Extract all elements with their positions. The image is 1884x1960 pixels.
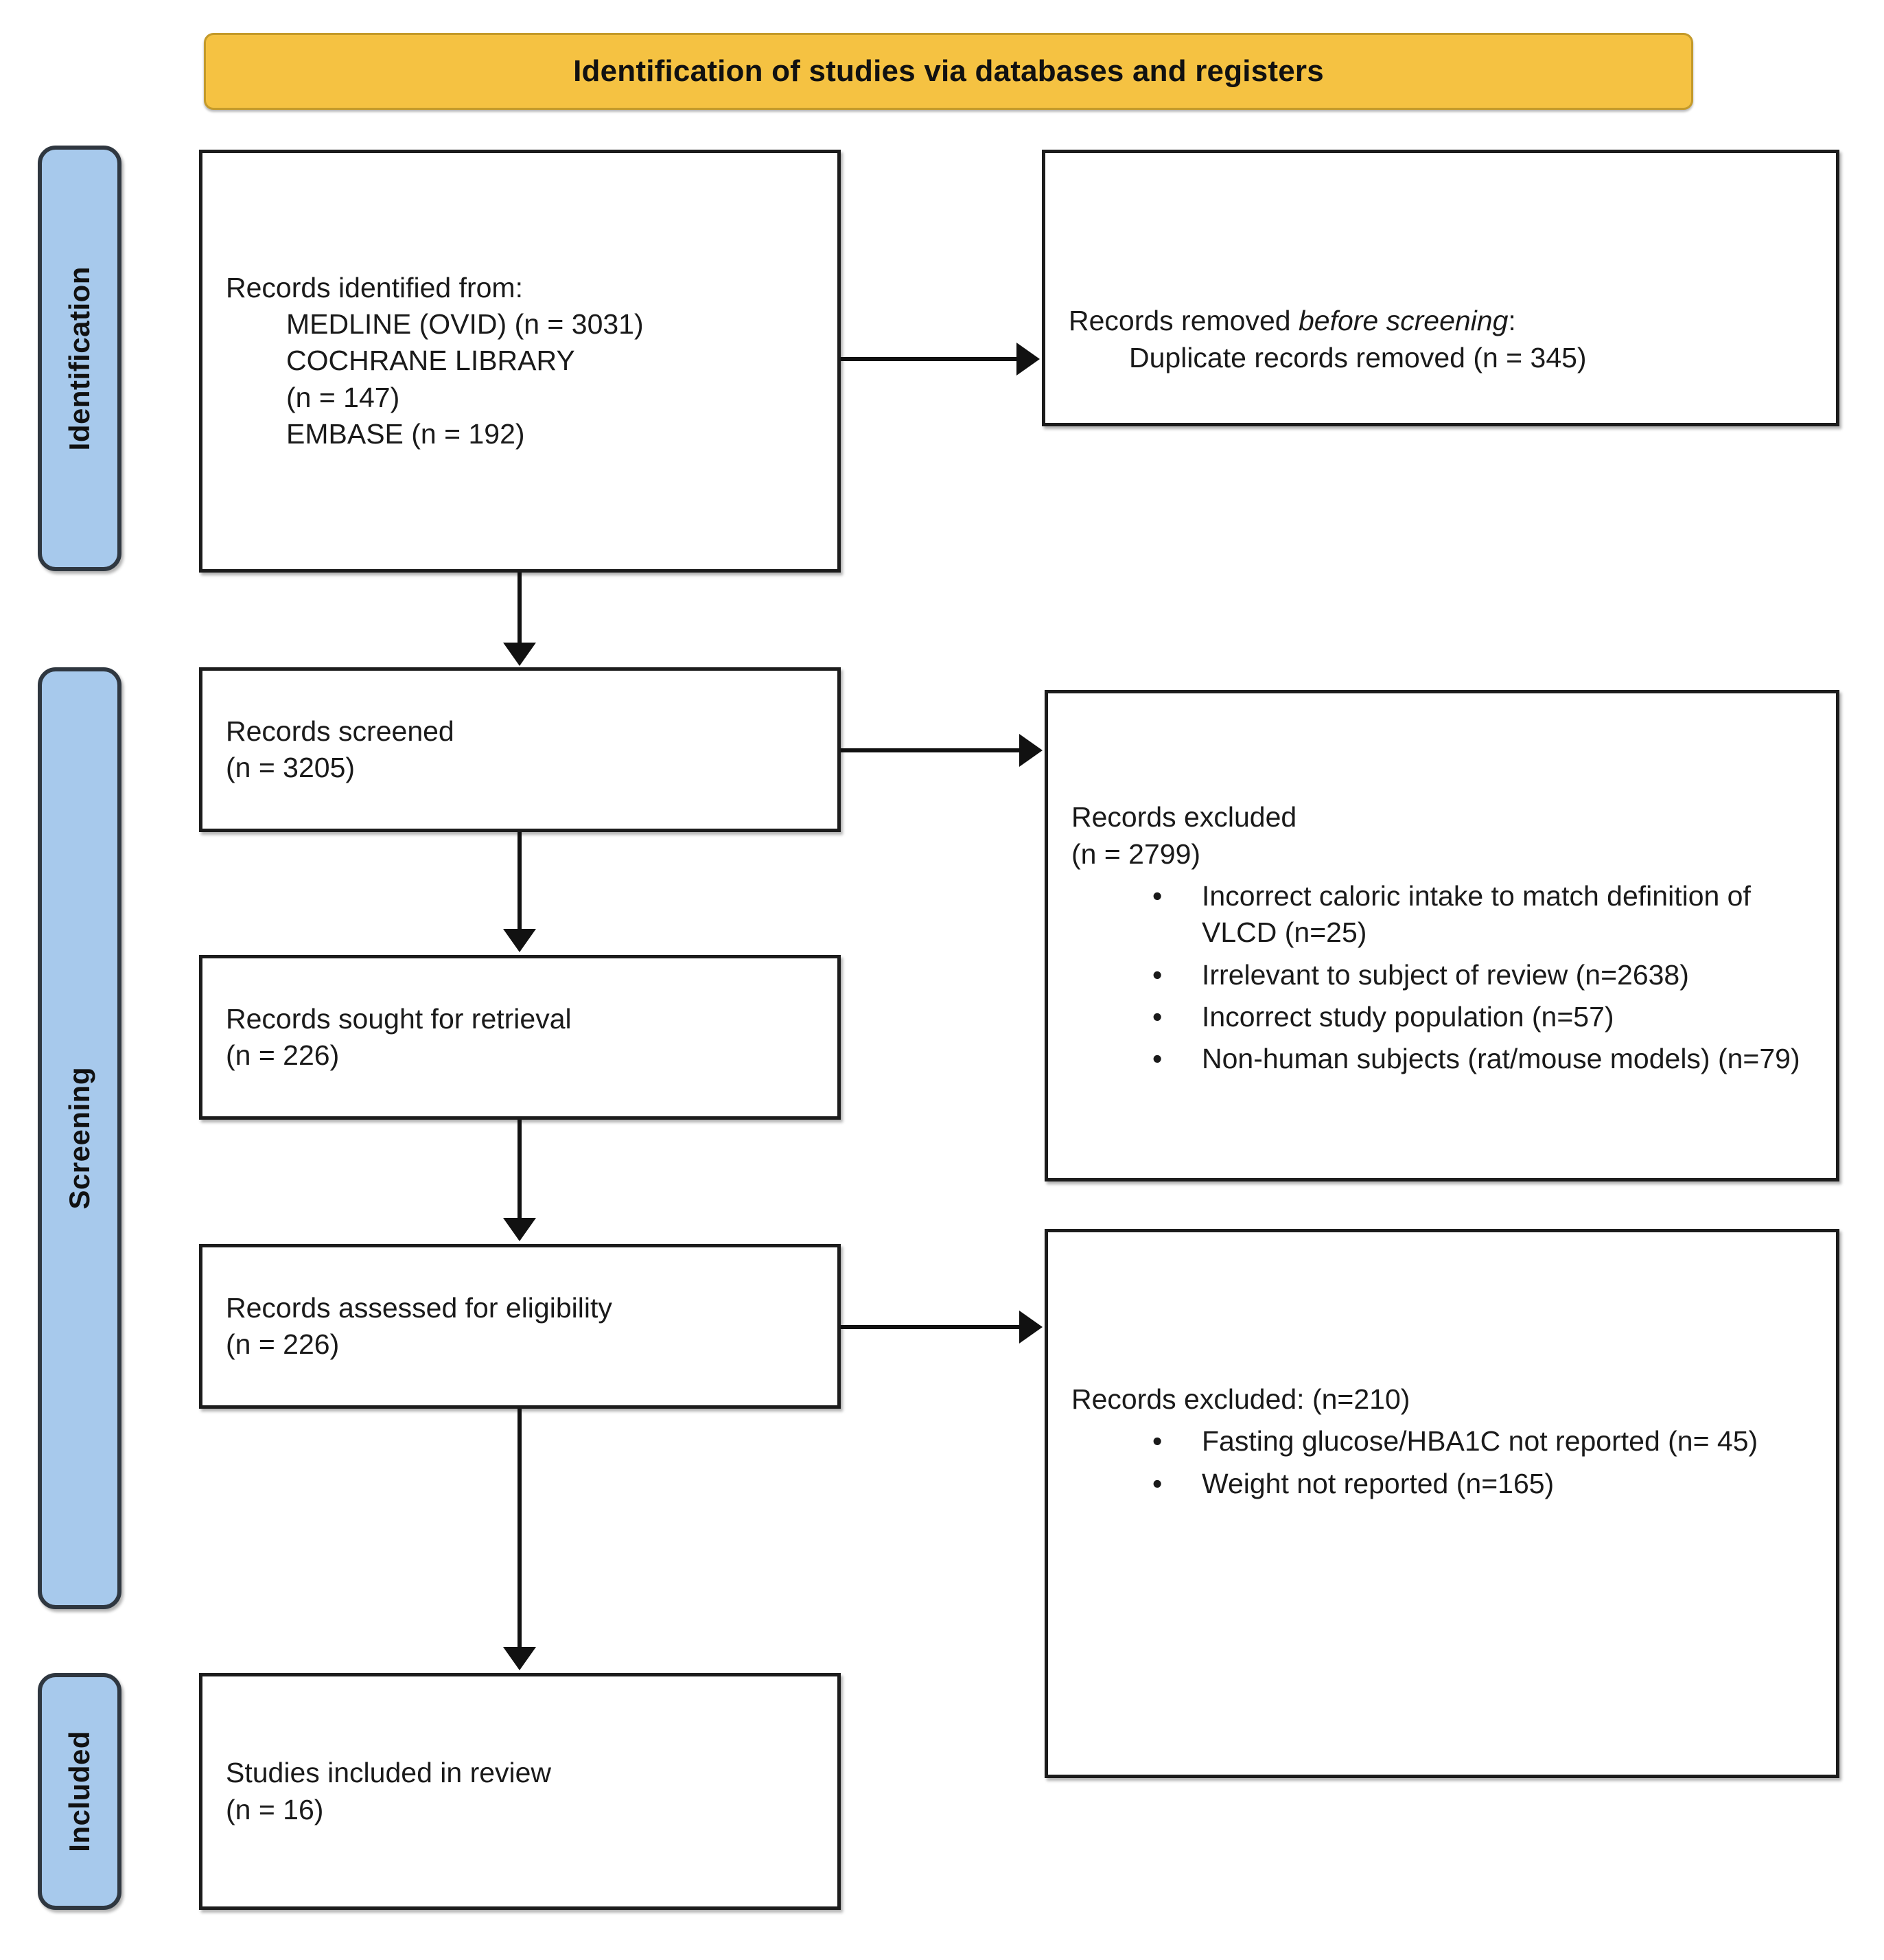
records-removed-heading: Records removed before screening:: [1069, 303, 1813, 339]
arrow-down-icon: [503, 929, 536, 952]
list-item: • Non-human subjects (rat/mouse models) (…: [1152, 1041, 1813, 1077]
duplicate-records-removed-line: Duplicate records removed (n = 345): [1129, 341, 1587, 373]
box-records-identified: Records identified from: MEDLINE (OVID) …: [199, 150, 841, 573]
records-excluded-screening-reasons: • Incorrect caloric intake to match defin…: [1071, 878, 1813, 1077]
records-removed-heading-prefix: Records removed: [1069, 305, 1299, 337]
arrow-right-icon: [1016, 343, 1040, 376]
connector-identified-to-screened: [517, 573, 522, 645]
connector-assessed-to-excluded: [841, 1325, 1021, 1329]
reason-text: Fasting glucose/HBA1C not reported (n= 4…: [1202, 1425, 1758, 1457]
arrow-down-icon: [503, 643, 536, 666]
arrow-right-icon: [1019, 734, 1043, 767]
stage-tab-screening: Screening: [38, 667, 121, 1609]
reason-text: Weight not reported (n=165): [1202, 1467, 1555, 1499]
bullet-icon: •: [1152, 1043, 1163, 1075]
arrow-down-icon: [503, 1647, 536, 1670]
records-identified-source-cochrane-count: (n = 147): [286, 381, 400, 413]
list-item: • Incorrect study population (n=57): [1152, 999, 1813, 1035]
stage-tab-screening-label: Screening: [63, 1067, 95, 1210]
records-excluded-eligibility-reasons: • Fasting glucose/HBA1C not reported (n= …: [1071, 1423, 1813, 1502]
records-assessed-label: Records assessed for eligibility: [226, 1291, 612, 1324]
studies-included-count: (n = 16): [226, 1793, 324, 1825]
box-records-excluded-eligibility: Records excluded: (n=210) • Fasting gluco…: [1045, 1229, 1839, 1778]
list-item: • Fasting glucose/HBA1C not reported (n= …: [1152, 1423, 1813, 1460]
records-sought-label: Records sought for retrieval: [226, 1002, 572, 1035]
records-screened-label: Records screened: [226, 715, 454, 747]
connector-assessed-to-included: [517, 1409, 522, 1647]
connector-sought-to-assessed: [517, 1120, 522, 1218]
arrow-right-icon: [1019, 1311, 1043, 1344]
list-item: • Weight not reported (n=165): [1152, 1466, 1813, 1502]
records-excluded-screening-count: (n = 2799): [1071, 838, 1201, 870]
box-records-screened: Records screened (n = 3205): [199, 667, 841, 832]
reason-text: Non-human subjects (rat/mouse models) (n…: [1202, 1043, 1800, 1075]
connector-identified-to-removed: [841, 357, 1018, 361]
page-title: Identification of studies via databases …: [573, 54, 1324, 88]
records-identified-source-medline: MEDLINE (OVID) (n = 3031): [286, 308, 644, 341]
records-sought-count: (n = 226): [226, 1039, 340, 1071]
diagram-header-banner: Identification of studies via databases …: [204, 33, 1693, 110]
stage-tab-identification: Identification: [38, 146, 121, 571]
connector-screened-to-sought: [517, 832, 522, 929]
list-item: • Irrelevant to subject of review (n=2638…: [1152, 957, 1813, 993]
bullet-icon: •: [1152, 1467, 1163, 1499]
box-records-excluded-screening: Records excluded (n = 2799) • Incorrect c…: [1045, 690, 1839, 1181]
list-item: • Incorrect caloric intake to match defin…: [1152, 878, 1813, 952]
records-removed-heading-suffix: :: [1508, 305, 1516, 337]
bullet-icon: •: [1152, 880, 1163, 912]
records-excluded-eligibility-label: Records excluded: (n=210): [1071, 1383, 1410, 1416]
studies-included-label: Studies included in review: [226, 1757, 552, 1789]
box-records-assessed-for-eligibility: Records assessed for eligibility (n = 22…: [199, 1244, 841, 1409]
box-studies-included-in-review: Studies included in review (n = 16): [199, 1673, 841, 1910]
bullet-icon: •: [1152, 958, 1163, 991]
box-records-sought-for-retrieval: Records sought for retrieval (n = 226): [199, 955, 841, 1120]
stage-tab-identification-label: Identification: [63, 266, 95, 451]
records-screened-count: (n = 3205): [226, 752, 356, 783]
records-identified-source-embase: EMBASE (n = 192): [286, 417, 525, 450]
records-assessed-count: (n = 226): [226, 1328, 340, 1360]
bullet-icon: •: [1152, 1000, 1163, 1033]
reason-text: Irrelevant to subject of review (n=2638): [1202, 958, 1689, 991]
box-records-removed-before-screening: Records removed before screening: Duplic…: [1042, 150, 1839, 426]
arrow-down-icon: [503, 1218, 536, 1241]
reason-text: Incorrect caloric intake to match defini…: [1202, 880, 1751, 949]
connector-screened-to-excluded: [841, 748, 1021, 752]
records-excluded-screening-label: Records excluded: [1071, 801, 1297, 833]
bullet-icon: •: [1152, 1425, 1163, 1457]
stage-tab-included: Included: [38, 1673, 121, 1910]
records-removed-heading-italic: before screening: [1298, 305, 1509, 337]
records-identified-source-cochrane: COCHRANE LIBRARY: [286, 345, 575, 377]
stage-tab-included-label: Included: [63, 1731, 95, 1852]
reason-text: Incorrect study population (n=57): [1202, 1000, 1614, 1033]
records-identified-heading: Records identified from:: [226, 271, 523, 303]
